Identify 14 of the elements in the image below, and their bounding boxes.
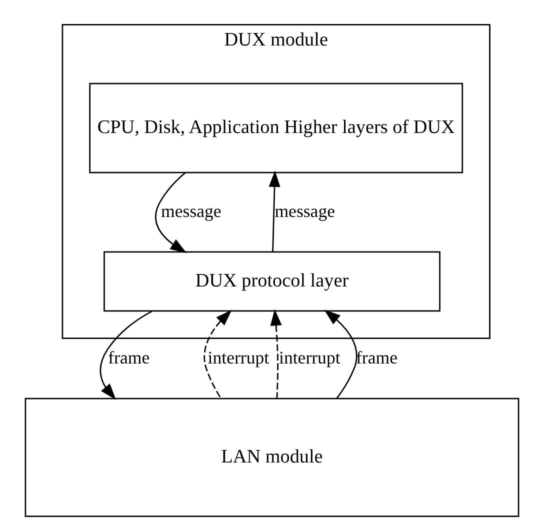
- arrow: [324, 310, 357, 399]
- arrow: [154, 172, 186, 254]
- edge-label: interrupt: [207, 347, 269, 368]
- node-box: CPU, Disk, Application Higher layers of DUX: [88, 82, 463, 174]
- arrow: [270, 309, 282, 398]
- arrow: [268, 170, 280, 252]
- edge-label: frame: [108, 347, 150, 368]
- edge-label: message: [160, 200, 221, 221]
- node-box: LAN module: [24, 398, 519, 517]
- arrow: [99, 310, 152, 400]
- edge-label: message: [274, 200, 335, 221]
- edge-label: interrupt: [278, 347, 340, 368]
- arrow: [203, 310, 232, 399]
- node-box: DUX protocol layer: [103, 251, 440, 312]
